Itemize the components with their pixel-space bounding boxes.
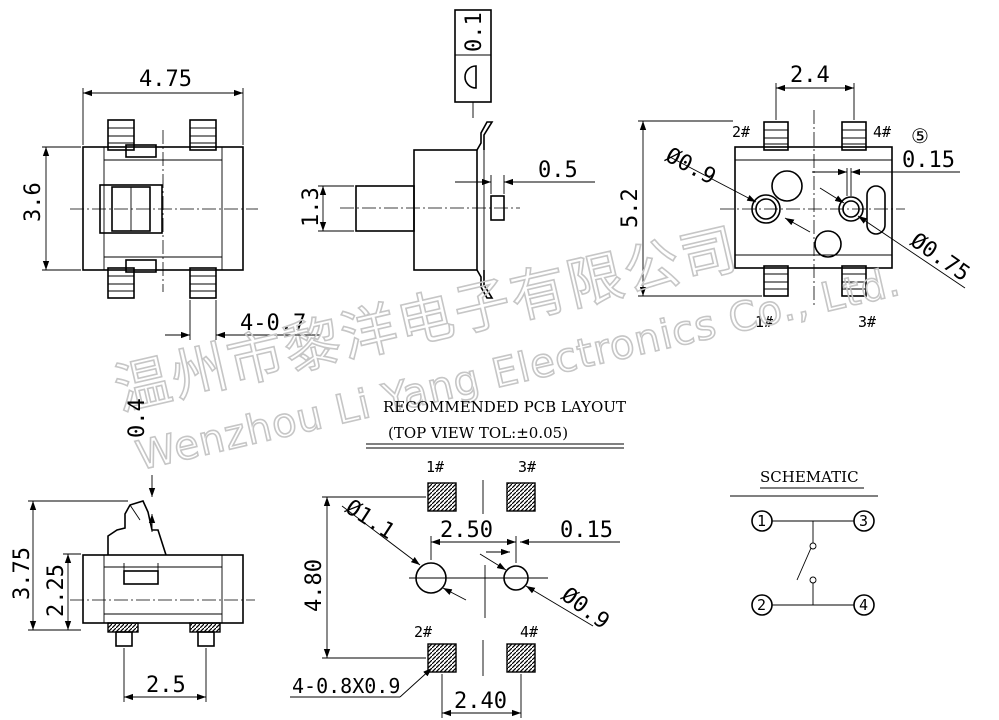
- pcb-hole-small-dim: Ø0.9: [556, 583, 613, 635]
- pcb-pad-1-label: 1#: [426, 458, 444, 476]
- terminal-3: 3: [859, 512, 868, 530]
- lever-offset-dim: 0.4: [125, 398, 150, 438]
- pin-width-dim: 4-0.7: [240, 311, 306, 336]
- pcb-pad-3: [506, 482, 536, 512]
- bottom-pin-3-label: 3#: [858, 313, 876, 331]
- bottom-pin-2-label: 2#: [732, 123, 750, 141]
- pcb-pad-2: [427, 643, 457, 673]
- pcb-layout: RECOMMENDED PCB LAYOUT (TOP VIEW TOL:±0.…: [290, 398, 626, 718]
- terminal-2: 2: [757, 596, 766, 614]
- front-pin-pitch-dim: 2.5: [146, 673, 186, 698]
- total-height-dim: 3.75: [10, 547, 35, 600]
- pcb-pad-size-dim: 4-0.8X0.9: [292, 674, 400, 698]
- top-height-dim: 3.6: [21, 182, 46, 222]
- bottom-length-dim: 5.2: [618, 188, 643, 228]
- schematic-title: SCHEMATIC: [760, 468, 859, 486]
- bottom-pin-4-label: 4#: [873, 123, 891, 141]
- top-view-pins: [107, 119, 217, 299]
- schematic: SCHEMATIC 1 3 2 4: [730, 468, 878, 616]
- pcb-pad-pitch-dim: 2.40: [454, 689, 507, 714]
- terminal-4: 4: [859, 596, 868, 614]
- front-view: 0.4 3.75 2.25 2.5: [10, 398, 255, 702]
- body-height-dim: 2.25: [44, 564, 69, 617]
- top-width-dim: 4.75: [139, 67, 192, 92]
- pcb-hole-pitch-dim: 2.50: [440, 518, 493, 543]
- pcb-height-dim: 4.80: [302, 559, 327, 612]
- pcb-pad-1: [427, 482, 457, 512]
- bottom-hole-large-dim: Ø0.9: [661, 143, 720, 190]
- travel-dim: 0.5: [538, 158, 578, 183]
- note-marker: ⑤: [911, 124, 929, 148]
- bottom-view-pins: [763, 121, 867, 297]
- bottom-pin-1-label: 1#: [755, 313, 773, 331]
- flatness-tolerance: 0.1: [462, 12, 487, 52]
- pcb-pad-4: [506, 643, 536, 673]
- side-view: 0.1 1.3 0.5: [299, 9, 595, 299]
- pcb-offset-dim: 0.15: [560, 518, 613, 543]
- bottom-hole-small-dim: Ø0.75: [906, 228, 975, 286]
- pcb-layout-title: RECOMMENDED PCB LAYOUT: [383, 398, 626, 416]
- plunger-height-dim: 1.3: [299, 187, 324, 227]
- pcb-pad-2-label: 2#: [414, 623, 432, 641]
- pcb-pad-3-label: 3#: [518, 458, 536, 476]
- pcb-layout-subtitle: (TOP VIEW TOL:±0.05): [388, 424, 568, 442]
- terminal-1: 1: [757, 512, 766, 530]
- bottom-offset-dim: 0.15: [902, 148, 955, 173]
- pcb-pad-4-label: 4#: [520, 623, 538, 641]
- bottom-pin-pitch-dim: 2.4: [790, 63, 830, 88]
- pcb-hole-large-dim: Ø1.1: [341, 495, 399, 545]
- top-view: 4.75 3.6 4-0.7: [21, 67, 320, 340]
